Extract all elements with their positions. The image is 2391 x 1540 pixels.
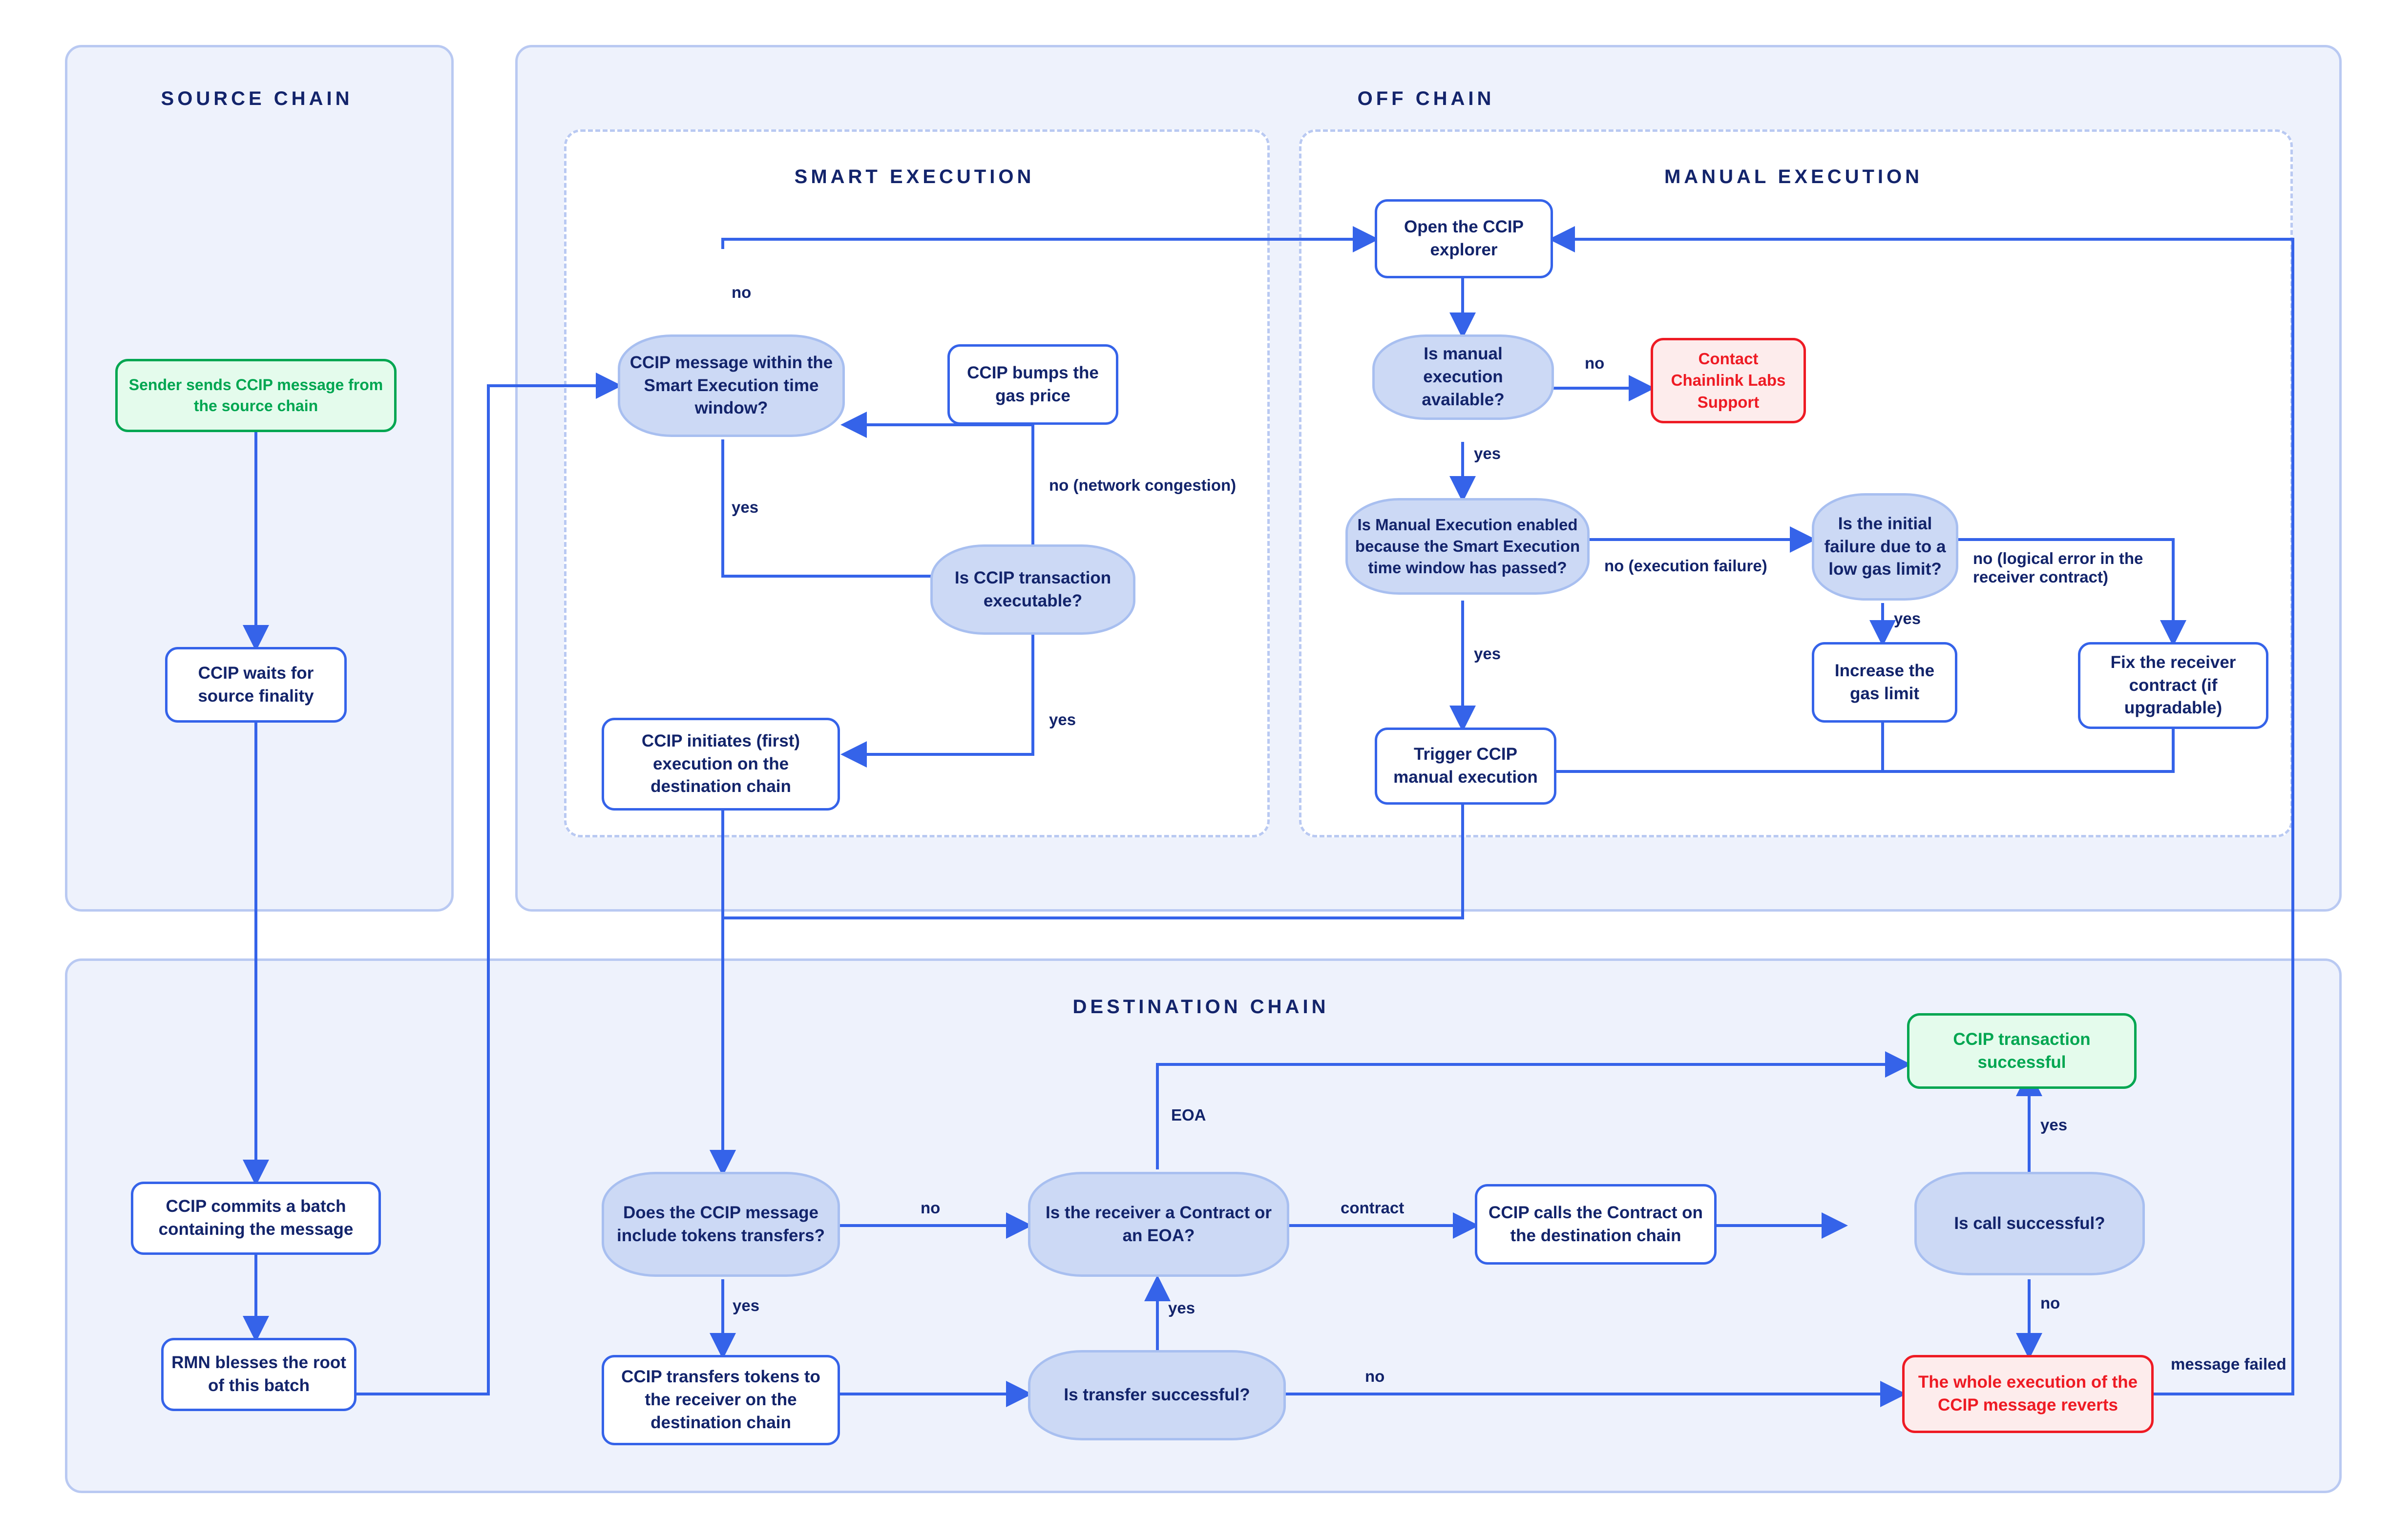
node-trigger-manual-label: Trigger CCIP manual execution: [1393, 745, 1538, 787]
node-manual-enabled[interactable]: Is Manual Execution enabled because the …: [1345, 498, 1590, 595]
edge-label-receiver-eoa: EOA: [1171, 1106, 1206, 1124]
edge-label-manual-avail-no: no: [1585, 354, 1605, 372]
node-manual-available-label: Is manual execution available?: [1422, 344, 1505, 409]
node-open-explorer[interactable]: Open the CCIP explorer: [1375, 199, 1553, 278]
node-call-successful[interactable]: Is call successful?: [1914, 1172, 2145, 1275]
node-tx-executable[interactable]: Is CCIP transaction executable?: [930, 544, 1135, 635]
node-calls-contract-label: CCIP calls the Contract on the destinati…: [1489, 1203, 1703, 1245]
edge-label-transfer-yes: yes: [1168, 1299, 1196, 1317]
node-initiates-execution-label: CCIP initiates (first) execution on the …: [641, 731, 800, 796]
node-whole-reverts-label: The whole execution of the CCIP message …: [1918, 1373, 2138, 1415]
node-whole-reverts[interactable]: The whole execution of the CCIP message …: [1902, 1355, 2154, 1433]
node-fix-receiver-label: Fix the receiver contract (if upgradable…: [2110, 652, 2236, 718]
edge-label-gas-limit-yes: yes: [1894, 609, 1921, 627]
edge-label-call-no: no: [2040, 1294, 2060, 1312]
edge-label-gas-limit-no: no (logical error in the receiver contra…: [1973, 549, 2143, 586]
node-rmn-blesses[interactable]: RMN blesses the root of this batch: [161, 1338, 357, 1411]
edge-label-window-yes: yes: [732, 498, 759, 516]
node-bumps-gas-label: CCIP bumps the gas price: [967, 363, 1099, 405]
node-initial-failure-gas[interactable]: Is the initial failure due to a low gas …: [1812, 493, 1958, 601]
node-call-successful-label: Is call successful?: [1954, 1213, 2105, 1233]
panel-source-chain-title: SOURCE CHAIN: [161, 88, 353, 109]
node-fix-receiver[interactable]: Fix the receiver contract (if upgradable…: [2078, 642, 2268, 729]
panel-source-chain: [65, 45, 454, 912]
node-include-tokens[interactable]: Does the CCIP message include tokens tra…: [602, 1172, 840, 1277]
node-transfers-tokens[interactable]: CCIP transfers tokens to the receiver on…: [602, 1355, 840, 1445]
panel-off-chain-title: OFF CHAIN: [1357, 88, 1495, 109]
node-contact-support[interactable]: Contact Chainlink Labs Support: [1651, 338, 1806, 423]
node-trigger-manual[interactable]: Trigger CCIP manual execution: [1375, 728, 1556, 805]
node-bumps-gas[interactable]: CCIP bumps the gas price: [947, 344, 1118, 425]
node-waits-finality[interactable]: CCIP waits for source finality: [165, 647, 347, 723]
node-transfer-successful-label: Is transfer successful?: [1064, 1385, 1250, 1405]
node-transfers-tokens-label: CCIP transfers tokens to the receiver on…: [621, 1367, 820, 1432]
node-sender-sends[interactable]: Sender sends CCIP message from the sourc…: [115, 359, 397, 432]
edge-label-transfer-no: no: [1365, 1367, 1385, 1385]
edge-label-manual-enabled-yes: yes: [1474, 645, 1501, 663]
node-rmn-blesses-label: RMN blesses the root of this batch: [171, 1353, 346, 1395]
edge-label-call-yes: yes: [2040, 1116, 2068, 1134]
node-msg-within-window[interactable]: CCIP message within the Smart Execution …: [618, 334, 845, 437]
edge-label-manual-avail-yes: yes: [1474, 444, 1501, 462]
node-open-explorer-label: Open the CCIP explorer: [1404, 217, 1524, 259]
node-waits-finality-label: CCIP waits for source finality: [198, 663, 314, 706]
node-receiver-contract-or-eoa-label: Is the receiver a Contract or an EOA?: [1046, 1203, 1272, 1245]
edge-label-exec-no-congestion: no (network congestion): [1049, 476, 1237, 494]
edge-label-receiver-contract: contract: [1341, 1199, 1405, 1217]
node-manual-enabled-label: Is Manual Execution enabled because the …: [1355, 515, 1580, 577]
node-tx-successful[interactable]: CCIP transaction successful: [1907, 1013, 2137, 1089]
node-include-tokens-label: Does the CCIP message include tokens tra…: [617, 1203, 825, 1245]
node-contact-support-label: Contact Chainlink Labs Support: [1671, 350, 1786, 411]
node-initiates-execution[interactable]: CCIP initiates (first) execution on the …: [602, 718, 840, 811]
node-msg-within-window-label: CCIP message within the Smart Execution …: [629, 353, 833, 418]
edge-label-manual-enabled-no: no (execution failure): [1604, 557, 1767, 575]
node-increase-gas[interactable]: Increase the gas limit: [1812, 642, 1957, 723]
edge-label-window-no: no: [732, 283, 752, 301]
node-calls-contract[interactable]: CCIP calls the Contract on the destinati…: [1475, 1184, 1717, 1265]
edge-label-message-failed: message failed: [2171, 1355, 2286, 1373]
node-receiver-contract-or-eoa[interactable]: Is the receiver a Contract or an EOA?: [1028, 1172, 1289, 1277]
subpanel-manual-execution-title: MANUAL EXECUTION: [1664, 166, 1923, 187]
edge-label-tokens-no: no: [921, 1199, 941, 1217]
node-manual-available[interactable]: Is manual execution available?: [1372, 334, 1554, 420]
node-tx-executable-label: Is CCIP transaction executable?: [954, 568, 1112, 610]
edge-label-exec-yes: yes: [1049, 710, 1076, 728]
edge-label-tokens-yes: yes: [733, 1296, 760, 1314]
node-transfer-successful[interactable]: Is transfer successful?: [1028, 1350, 1286, 1440]
node-commits-batch[interactable]: CCIP commits a batch containing the mess…: [131, 1182, 381, 1255]
node-commits-batch-label: CCIP commits a batch containing the mess…: [158, 1197, 354, 1239]
node-tx-successful-label: CCIP transaction successful: [1953, 1029, 2091, 1072]
node-initial-failure-gas-label: Is the initial failure due to a low gas …: [1824, 514, 1946, 579]
node-increase-gas-label: Increase the gas limit: [1834, 661, 1935, 703]
node-sender-sends-label: Sender sends CCIP message from the sourc…: [128, 376, 383, 415]
subpanel-smart-execution-title: SMART EXECUTION: [794, 166, 1035, 187]
